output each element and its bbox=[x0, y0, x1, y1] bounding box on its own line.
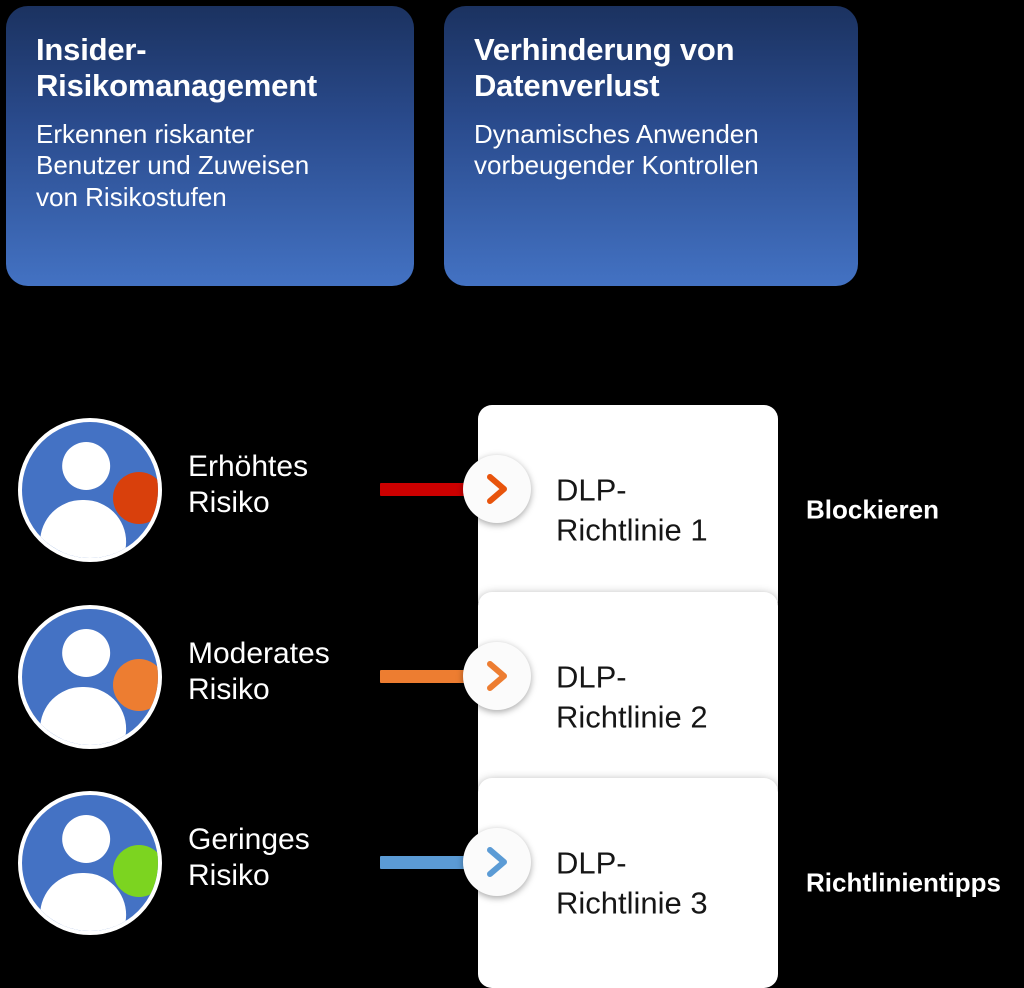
dlp-policy-label: DLP- Richtlinie 3 bbox=[556, 845, 708, 920]
action-outcome-label: Richtlinientipps bbox=[806, 867, 1001, 898]
chevron-right-icon[interactable] bbox=[463, 642, 531, 710]
action-outcome-label: Blockieren bbox=[806, 494, 939, 525]
dlp-policy-label: DLP- Richtlinie 1 bbox=[556, 472, 708, 547]
dlp-policy-card[interactable]: DLP- Richtlinie 1 bbox=[478, 405, 778, 615]
risk-status-dot-icon bbox=[113, 472, 158, 524]
dlp-policy-card[interactable]: DLP- Richtlinie 2 bbox=[478, 592, 778, 802]
flow-row-high-risk: Erhöhtes Risiko DLP- Richtlinie 1 Blocki… bbox=[0, 405, 1024, 615]
feature-card-data-loss-prevention: Verhinderung von Datenverlust Dynamische… bbox=[444, 6, 858, 286]
user-avatar-icon bbox=[18, 605, 162, 749]
dlp-policy-label: DLP- Richtlinie 2 bbox=[556, 659, 708, 734]
user-avatar-icon bbox=[18, 418, 162, 562]
avatar-body-shape bbox=[40, 687, 127, 745]
chevron-right-icon[interactable] bbox=[463, 828, 531, 896]
risk-level-label: Geringes Risiko bbox=[188, 823, 310, 892]
avatar-body-shape bbox=[40, 500, 127, 558]
risk-status-dot-icon bbox=[113, 845, 158, 897]
feature-card-insider-risk-management: Insider- Risikomanagement Erkennen riska… bbox=[6, 6, 414, 286]
chevron-right-icon[interactable] bbox=[463, 455, 531, 523]
risk-level-label: Erhöhtes Risiko bbox=[188, 450, 309, 519]
risk-status-dot-icon bbox=[113, 659, 158, 711]
user-avatar-icon bbox=[18, 791, 162, 935]
avatar-body-shape bbox=[40, 873, 127, 931]
feature-card-title: Verhinderung von Datenverlust bbox=[474, 32, 735, 104]
avatar-head-shape bbox=[62, 442, 111, 490]
feature-card-title: Insider- Risikomanagement bbox=[36, 32, 318, 104]
dlp-policy-card[interactable]: DLP- Richtlinie 3 bbox=[478, 778, 778, 988]
avatar-head-shape bbox=[62, 815, 111, 863]
flow-row-moderate-risk: Moderates Risiko DLP- Richtlinie 2 bbox=[0, 592, 1024, 802]
feature-card-description: Dynamisches Anwenden vorbeugender Kontro… bbox=[474, 118, 759, 181]
avatar-head-shape bbox=[62, 629, 111, 677]
feature-card-description: Erkennen riskanter Benutzer und Zuweisen… bbox=[36, 118, 310, 212]
flow-row-low-risk: Geringes Risiko DLP- Richtlinie 3 Richtl… bbox=[0, 778, 1024, 988]
risk-level-label: Moderates Risiko bbox=[188, 637, 330, 706]
